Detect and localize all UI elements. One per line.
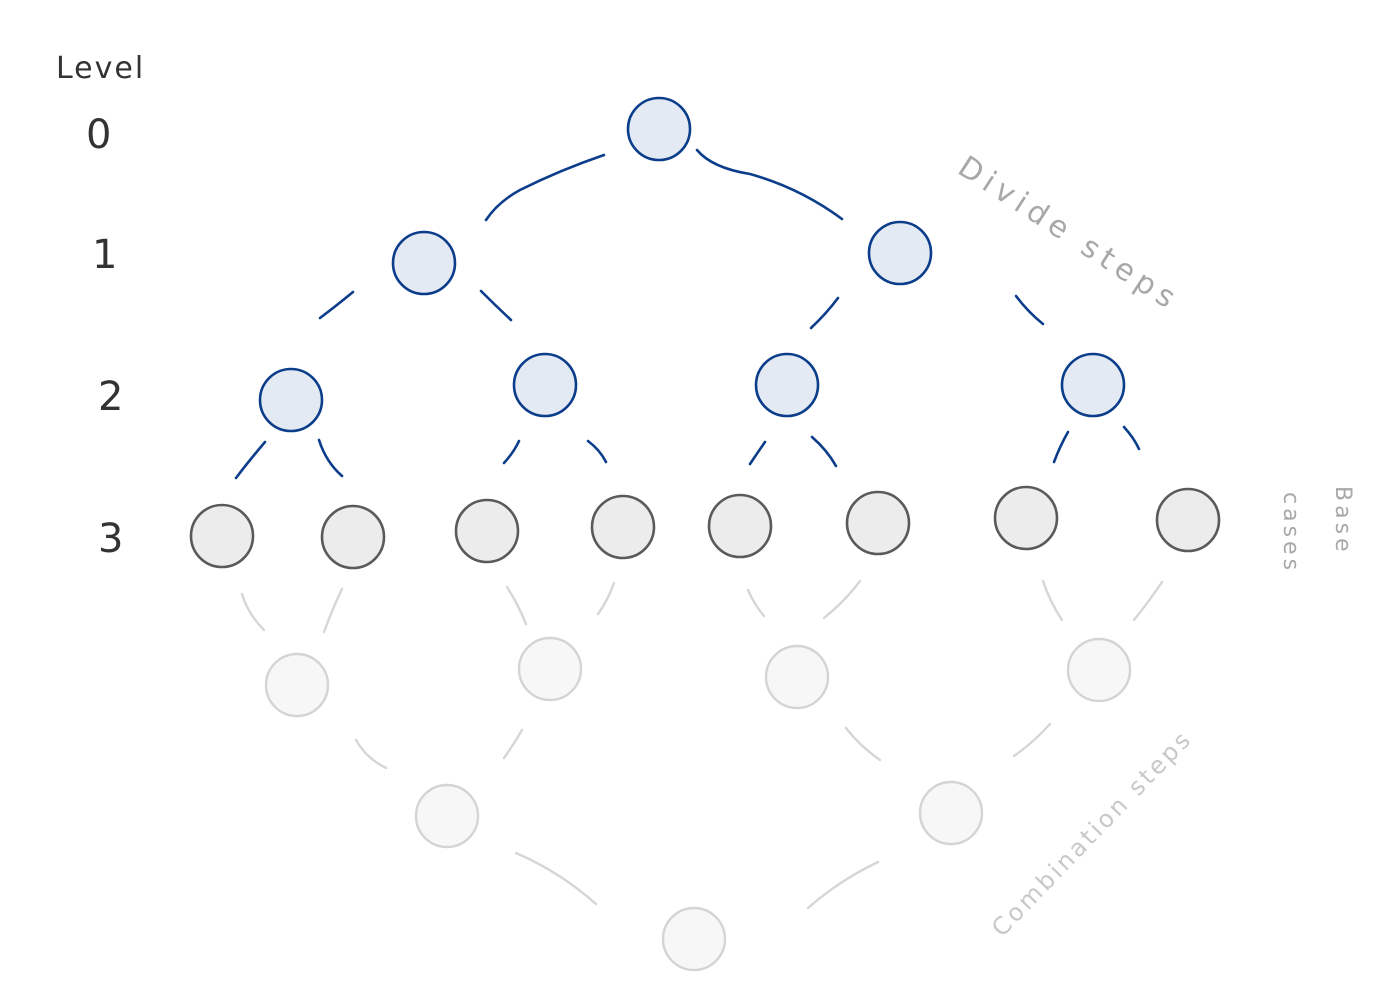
base-cases-line-1: Base [1330, 486, 1355, 556]
combination-node [661, 906, 727, 972]
divide-edge [502, 439, 521, 465]
combination-edge [354, 738, 388, 770]
combination-edge [1012, 722, 1052, 758]
combination-edge [1041, 579, 1064, 622]
combination-edge [502, 728, 524, 760]
level-title: Level [56, 51, 145, 86]
level-label-0: 0 [86, 112, 111, 158]
divide-node [867, 220, 933, 286]
divide-edge [1014, 294, 1045, 326]
combination-node [264, 652, 330, 718]
base-cases-line-2: cases [1278, 492, 1303, 574]
combination-edge [1132, 580, 1164, 622]
divide-edge [234, 440, 267, 480]
combination-edge [596, 581, 616, 616]
divide-edge [1122, 425, 1141, 451]
divide-edge [810, 435, 838, 468]
divide-edge [479, 289, 513, 322]
base-case-node [993, 485, 1059, 551]
level-label-3: 3 [98, 516, 123, 562]
combination-edge [322, 587, 344, 634]
combination-edge [514, 851, 598, 906]
base-case-node [454, 498, 520, 564]
combination-edge [806, 860, 880, 910]
base-case-node [320, 504, 386, 570]
divide-node [512, 352, 578, 418]
base-cases-annotation: Base cases [1278, 486, 1355, 574]
combination-edge [746, 588, 766, 618]
divide-edge [318, 290, 355, 320]
level-label-2: 2 [98, 374, 123, 420]
divide-node [626, 96, 692, 162]
combination-node [764, 644, 830, 710]
combination-steps-annotation: Combination steps [986, 724, 1198, 942]
combination-edge [822, 579, 862, 620]
divide-edge [317, 438, 344, 478]
base-case-node [707, 493, 773, 559]
divide-node [1060, 352, 1126, 418]
combination-node [918, 780, 984, 846]
base-case-node [590, 494, 656, 560]
divide-node [754, 352, 820, 418]
divide-edge [695, 148, 844, 221]
divide-edge [809, 296, 840, 330]
divide-steps-annotation: Divide steps [952, 149, 1187, 318]
combination-node [517, 636, 583, 702]
base-case-node [189, 503, 255, 569]
combination-edge [505, 585, 528, 626]
combination-edge [844, 726, 882, 762]
base-case-node [1155, 487, 1221, 553]
combination-node [1066, 637, 1132, 703]
base-case-node [845, 490, 911, 556]
divide-node [258, 367, 324, 433]
combination-node [414, 783, 480, 849]
level-label-1: 1 [92, 232, 117, 278]
divide-node [391, 230, 457, 296]
divide-edge [586, 439, 608, 464]
combination-edge [240, 592, 266, 632]
divide-edge [748, 440, 767, 466]
divide-edge [1052, 430, 1070, 464]
divide-edge [484, 153, 606, 222]
